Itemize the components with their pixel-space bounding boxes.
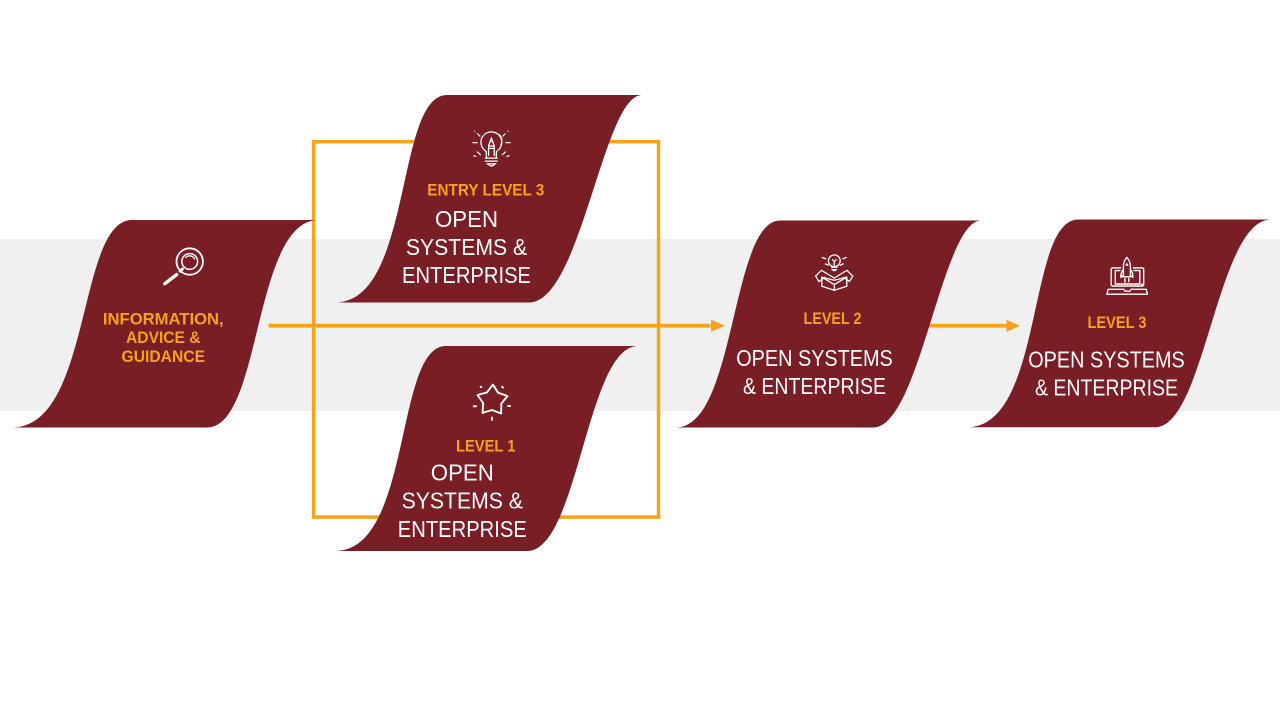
svg-text:SYSTEMS &: SYSTEMS &: [406, 234, 527, 260]
svg-text:INFORMATION,: INFORMATION,: [103, 310, 224, 329]
svg-text:OPEN SYSTEMS: OPEN SYSTEMS: [736, 345, 893, 371]
svg-text:ENTERPRISE: ENTERPRISE: [398, 516, 527, 542]
svg-text:GUIDANCE: GUIDANCE: [122, 347, 206, 366]
svg-text:SYSTEMS &: SYSTEMS &: [402, 488, 523, 514]
svg-text:ENTERPRISE: ENTERPRISE: [402, 262, 531, 288]
svg-text:OPEN: OPEN: [431, 460, 494, 486]
svg-text:LEVEL 3: LEVEL 3: [1088, 313, 1147, 332]
svg-text:& ENTERPRISE: & ENTERPRISE: [1035, 375, 1178, 401]
svg-text:OPEN: OPEN: [435, 206, 498, 232]
svg-text:OPEN SYSTEMS: OPEN SYSTEMS: [1028, 346, 1185, 372]
svg-text:ADVICE &: ADVICE &: [126, 328, 201, 347]
svg-text:& ENTERPRISE: & ENTERPRISE: [743, 373, 886, 399]
svg-text:LEVEL 2: LEVEL 2: [804, 309, 862, 328]
svg-text:ENTRY LEVEL 3: ENTRY LEVEL 3: [427, 181, 544, 200]
svg-text:LEVEL 1: LEVEL 1: [456, 437, 516, 456]
